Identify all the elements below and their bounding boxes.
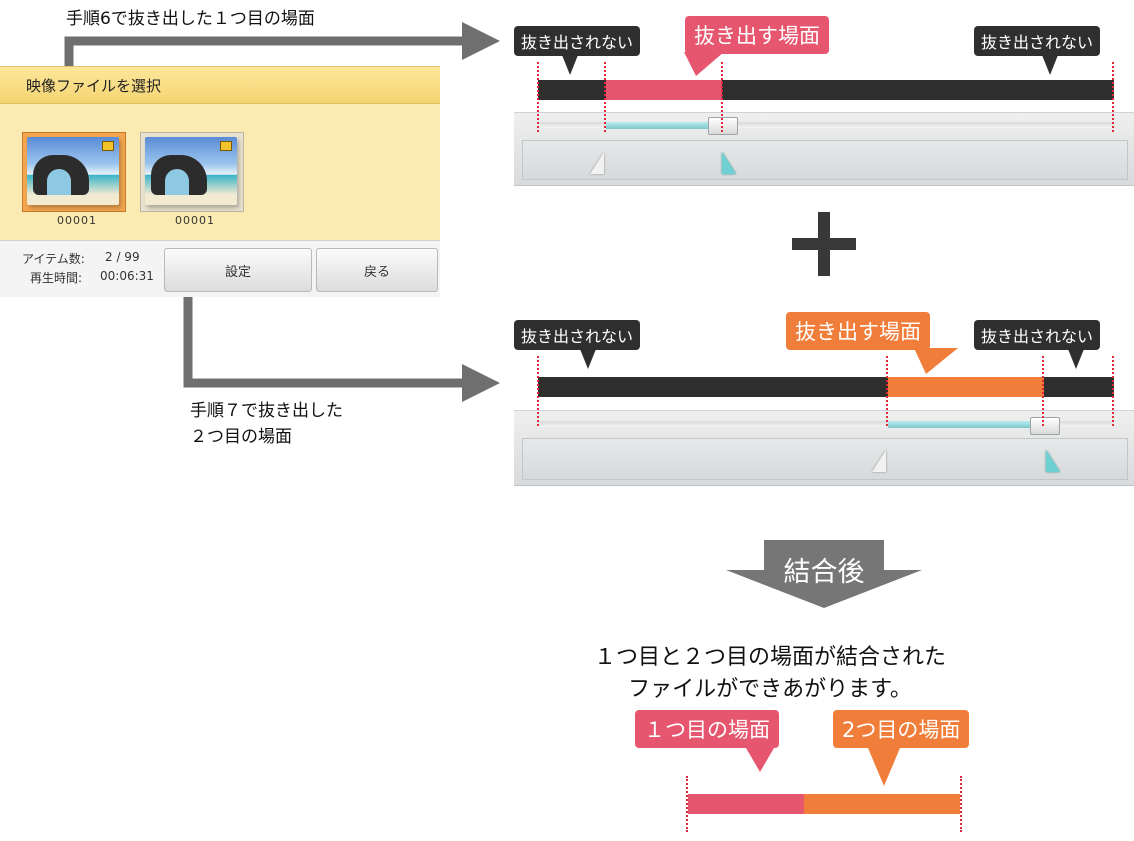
merged-bar-second: [804, 794, 960, 814]
timeline2-center-label: 抜き出す場面: [786, 312, 930, 350]
tag-icon: [102, 141, 114, 151]
timeline1-marker-area: [522, 140, 1128, 180]
panel-header: 映像ファイルを選択: [0, 67, 440, 104]
merged-guide: [686, 776, 688, 832]
timeline1-right-pointer: [1042, 55, 1058, 75]
timeline2-slider-handle[interactable]: [1030, 417, 1060, 435]
timeline1-slider-fill: [606, 122, 724, 129]
timeline2-left-pointer: [580, 349, 596, 369]
timeline2-marker-area: [522, 438, 1128, 480]
thumbnail-2-frame[interactable]: [140, 132, 244, 212]
beach-image-thumbnail: [145, 137, 237, 205]
timeline1-guide: [721, 62, 723, 132]
beach-image-thumbnail: [27, 137, 119, 205]
in-point-marker-icon[interactable]: [590, 152, 604, 174]
timeline1-guide: [604, 62, 606, 132]
in-point-marker-icon[interactable]: [872, 450, 886, 472]
second-scene-label: 2つ目の場面: [833, 710, 970, 748]
first-scene-pointer: [746, 748, 774, 772]
timeline1-bar-after: [722, 80, 1114, 100]
play-time-label: 再生時間:: [30, 271, 83, 285]
merge-arrow-label: 結合後: [783, 557, 865, 588]
timeline2-right-pointer: [1068, 349, 1084, 369]
merge-arrow-icon: [726, 540, 922, 608]
timeline1-left-pointer: [562, 55, 578, 75]
timeline1-bar-extract: [606, 80, 722, 100]
panel-footer: アイテム数: 2 / 99 再生時間: 00:06:31 設定 戻る: [0, 240, 440, 297]
timeline1-guide: [537, 62, 539, 132]
thumbnail-2-label: 00001: [175, 214, 215, 227]
merged-guide: [960, 776, 962, 832]
timeline1-center-pointer: [684, 52, 724, 76]
timeline-2: 抜き出されない 抜き出す場面 抜き出されない: [514, 310, 1134, 490]
timeline1-bar-before: [538, 80, 606, 100]
item-count-value: 2 / 99: [105, 250, 140, 264]
panel-title: 映像ファイルを選択: [26, 77, 162, 95]
timeline1-guide: [1112, 62, 1114, 132]
scene1-caption: 手順6で抜き出した１つ目の場面: [66, 9, 315, 29]
timeline2-guide: [886, 356, 888, 426]
merged-bar-first: [688, 794, 804, 814]
timeline1-left-label: 抜き出されない: [514, 26, 641, 56]
timeline2-bar-before: [538, 377, 888, 397]
arrow-scene1-head: [462, 22, 500, 60]
first-scene-label: １つ目の場面: [635, 710, 779, 748]
timeline1-slider-handle[interactable]: [708, 117, 738, 135]
second-scene-pointer: [868, 748, 900, 786]
timeline2-guide: [1042, 356, 1044, 426]
timeline1-center-label: 抜き出す場面: [685, 16, 829, 54]
scene2-caption-line1: 手順７で抜き出した: [190, 401, 343, 421]
timeline2-guide: [537, 356, 539, 426]
out-point-marker-icon[interactable]: [1046, 450, 1060, 472]
plus-icon: [792, 212, 856, 276]
timeline2-guide: [1112, 356, 1114, 426]
timeline1-right-label: 抜き出されない: [974, 26, 1101, 56]
thumbnail-1-label: 00001: [57, 214, 97, 227]
result-description-line1: １つ目と２つ目の場面が結合された: [593, 645, 946, 670]
timeline2-bar-after: [1044, 377, 1114, 397]
thumbnail-1-frame[interactable]: [22, 132, 126, 212]
scene2-caption-line2: ２つ目の場面: [190, 427, 292, 447]
timeline2-slider-rail: [538, 421, 1114, 427]
settings-button[interactable]: 設定: [164, 248, 312, 292]
back-button[interactable]: 戻る: [316, 248, 438, 292]
timeline2-center-pointer: [914, 348, 958, 374]
timeline2-left-label: 抜き出されない: [514, 320, 641, 350]
timeline2-right-label: 抜き出されない: [974, 320, 1101, 350]
item-count-label: アイテム数:: [22, 252, 85, 266]
timeline2-bar-extract: [888, 377, 1044, 397]
timeline-1: 抜き出されない 抜き出す場面 抜き出されない: [514, 0, 1134, 190]
out-point-marker-icon[interactable]: [722, 152, 736, 174]
result-description-line2: ファイルができあがります。: [628, 677, 912, 702]
timeline2-slider-fill: [888, 421, 1044, 428]
play-time-value: 00:06:31: [100, 269, 154, 283]
arrow-scene2-head: [462, 364, 500, 402]
timeline1-slider-rail: [538, 122, 1114, 128]
tag-icon: [220, 141, 232, 151]
